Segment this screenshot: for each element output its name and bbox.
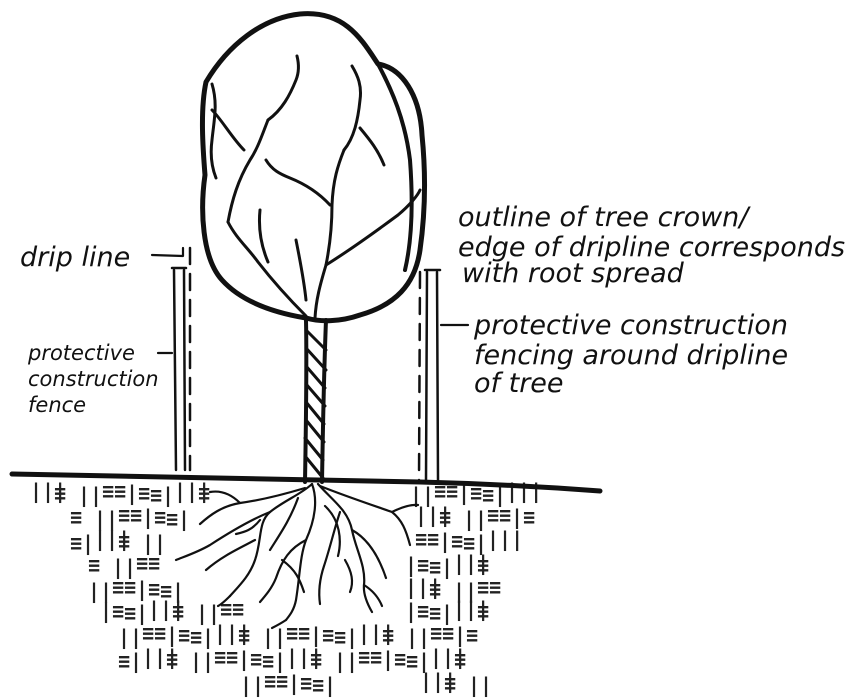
soil-hatch-mark: ≡≡ xyxy=(286,621,310,645)
soil-hatch-mark: ≡≡ xyxy=(214,645,238,669)
soil-hatch-mark: ≡≡ xyxy=(264,669,288,693)
soil-hatch-mark: ≡| xyxy=(190,625,214,649)
soil-hatch-mark: ≡| xyxy=(166,507,190,531)
soil-hatch-pattern: |||≡||≡≡|≡≡||||≡||≡≡|≡≡||||≡||≡≡|≡≡||||≡… xyxy=(30,479,542,697)
soil-hatch-mark: |≡ xyxy=(100,599,124,623)
right-fence-post xyxy=(425,270,440,480)
soil-hatch-mark: |≡ xyxy=(439,529,463,553)
left-fence-label-line1: protective xyxy=(27,341,135,365)
soil-hatch-mark: ≡ xyxy=(118,529,130,553)
soil-hatch-mark: ≡≡ xyxy=(477,575,501,599)
soil-hatch-mark: |≡ xyxy=(454,623,478,647)
soil-hatch-mark: || xyxy=(406,625,430,649)
soil-hatch-mark: |≡ xyxy=(126,481,150,505)
soil-hatch-mark: |≡ xyxy=(405,599,429,623)
crown-note-label: outline of tree crown/ edge of dripline … xyxy=(458,202,851,289)
left-fence-post xyxy=(172,268,186,470)
crown-note-line3: with root spread xyxy=(462,258,685,289)
soil-hatch-mark: ≡ xyxy=(444,671,456,695)
soil-hatch-mark: ≡ xyxy=(429,577,441,601)
soil-hatch-mark: ≡≡ xyxy=(112,575,136,599)
soil-hatch-mark: |≡ xyxy=(166,623,190,647)
soil-hatch-mark: |≡ xyxy=(405,553,429,577)
right-fence-line2: fencing around dripline xyxy=(474,340,788,371)
soil-hatch-mark: || xyxy=(190,649,214,673)
left-fence-label-line3: fence xyxy=(28,393,86,417)
soil-hatch-mark: ≡ xyxy=(454,647,466,671)
drip-line-label: drip line xyxy=(20,242,130,273)
soil-hatch-mark: ≡ xyxy=(382,623,394,647)
soil-hatch-mark: ≡| xyxy=(334,625,358,649)
soil-hatch-mark: || xyxy=(463,507,487,531)
soil-hatch-mark: ≡≡ xyxy=(487,503,511,527)
soil-hatch-mark: ≡≡ xyxy=(118,503,142,527)
soil-hatch-mark: || xyxy=(240,673,264,697)
soil-hatch-mark: ≡ xyxy=(310,647,322,671)
right-fence-line1: protective construction xyxy=(473,310,788,341)
soil-hatch-mark: ≡≡ xyxy=(430,621,454,645)
soil-hatch-mark: |≡ xyxy=(511,505,535,529)
soil-hatch-mark: ≡≡ xyxy=(142,621,166,645)
left-fence-label: protective construction fence xyxy=(27,341,165,417)
soil-hatch-mark: || xyxy=(334,649,358,673)
soil-hatch-mark: ||| xyxy=(487,527,523,551)
drip-line-leader xyxy=(152,248,183,256)
soil-hatch-mark: ≡ xyxy=(54,481,66,505)
soil-hatch-mark: |≡ xyxy=(310,623,334,647)
soil-hatch-mark: ≡ xyxy=(477,553,489,577)
soil-hatch-mark: || xyxy=(468,673,492,697)
soil-hatch-mark: ≡| xyxy=(118,649,142,673)
soil-hatch-mark: ≡≡ xyxy=(415,527,439,551)
soil-hatch-mark: ≡ xyxy=(238,623,250,647)
soil-hatch-mark: ≡ xyxy=(198,481,210,505)
soil-hatch-mark: |≡ xyxy=(142,505,166,529)
right-dripline xyxy=(419,272,420,480)
tree-trunk xyxy=(305,320,326,482)
crown-note-line1: outline of tree crown/ xyxy=(458,202,751,233)
soil-hatch-mark: ≡≡ xyxy=(136,551,160,575)
soil-hatch-mark: ≡ xyxy=(70,505,82,529)
tree-crown xyxy=(202,14,424,321)
soil-hatch-mark: ≡≡ xyxy=(358,645,382,669)
soil-hatch-mark: ≡ xyxy=(166,647,178,671)
soil-hatch-mark: ≡| xyxy=(70,531,94,555)
soil-hatch-mark: ||| xyxy=(506,479,542,503)
soil-hatch-mark: ≡| xyxy=(150,483,174,507)
soil-hatch-mark: ≡ xyxy=(477,599,489,623)
soil-hatch-mark: |≡ xyxy=(382,647,406,671)
right-fence-label: protective construction fencing around d… xyxy=(473,310,797,399)
right-fence-line3: of tree xyxy=(474,368,564,399)
soil-hatch-mark: || xyxy=(262,625,286,649)
left-fence-label-line2: construction xyxy=(28,367,159,391)
soil-hatch-mark: || xyxy=(78,483,102,507)
soil-hatch-mark: ≡| xyxy=(312,673,336,697)
soil-hatch-mark: ≡≡ xyxy=(102,479,126,503)
soil-hatch-mark: ≡ xyxy=(172,599,184,623)
soil-hatch-mark: || xyxy=(118,625,142,649)
soil-hatch-mark: |≡ xyxy=(288,671,312,695)
soil-hatch-mark: |≡ xyxy=(238,647,262,671)
soil-hatch-mark: ≡ xyxy=(88,553,100,577)
soil-hatch-mark: ≡ xyxy=(439,505,451,529)
